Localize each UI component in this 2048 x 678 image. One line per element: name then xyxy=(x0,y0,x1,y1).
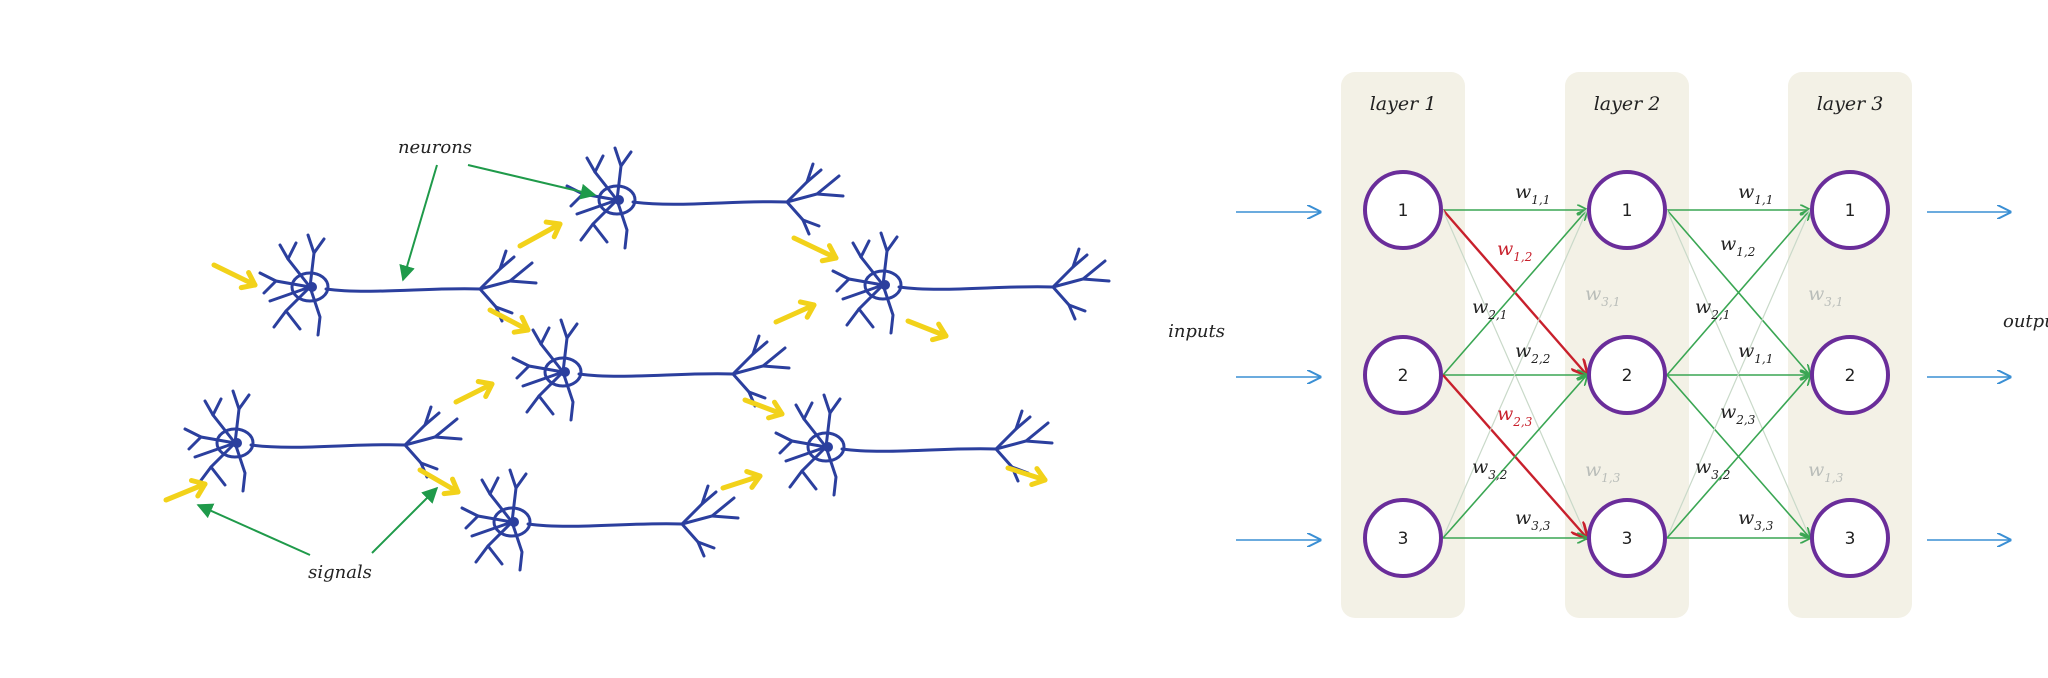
signal-arrow xyxy=(773,299,817,325)
weight-label-a-4: w2,1 xyxy=(1472,296,1507,322)
neuron-6 xyxy=(774,393,1054,497)
neuron-2 xyxy=(565,146,845,250)
weight-label-a-3: w3,1 xyxy=(1585,283,1620,309)
signal-arrow xyxy=(163,478,208,503)
label-pointer-arrow xyxy=(371,486,439,554)
signal-arrow xyxy=(905,318,949,343)
signal-arrow xyxy=(1005,465,1048,488)
signal-arrow xyxy=(211,262,258,291)
neuron-4 xyxy=(511,318,791,422)
label-pointer-arrow xyxy=(467,164,597,200)
link-l1n2-l2n1 xyxy=(1442,210,1587,376)
weight-label-b-7: w1,3 xyxy=(1808,459,1844,485)
weight-label-b-4: w2,1 xyxy=(1695,296,1730,322)
weight-label-a-5: w2,2 xyxy=(1515,340,1550,366)
link-l2n3-l3n2 xyxy=(1666,375,1810,539)
node-l2-2: 2 xyxy=(1587,335,1667,415)
label-pointer-arrow xyxy=(399,164,438,282)
node-l2-1-label: 1 xyxy=(1622,201,1633,221)
artificial-network-panel: layer 1 layer 2 layer 3 w1,1 w1,2 w3,1 w2,1 w2,… xyxy=(1236,72,2010,618)
node-l1-1: 1 xyxy=(1363,170,1443,250)
node-l1-3-label: 3 xyxy=(1398,529,1409,549)
weight-label-b-8: w3,2 xyxy=(1695,456,1730,482)
neuron-1 xyxy=(258,233,538,337)
node-l2-2-label: 2 xyxy=(1622,366,1633,386)
node-l1-2-label: 2 xyxy=(1398,366,1409,386)
weight-label-a-6: w2,3 xyxy=(1497,403,1533,429)
node-l3-3-label: 3 xyxy=(1845,529,1856,549)
outputs-label: outputs xyxy=(2003,311,2048,332)
node-l2-3-label: 3 xyxy=(1622,529,1633,549)
node-l3-2-label: 2 xyxy=(1845,366,1856,386)
weight-label-a-9: w3,3 xyxy=(1515,507,1551,533)
link-l1n3-l2n2 xyxy=(1442,375,1587,539)
weight-label-a-2: w1,2 xyxy=(1497,238,1532,264)
neurons-label: neurons xyxy=(398,137,472,158)
weight-label-b-3: w3,1 xyxy=(1808,283,1843,309)
weight-label-b-5: w1,1 xyxy=(1738,340,1773,366)
weight-label-a-1: w1,1 xyxy=(1515,181,1550,207)
link-l2n3-l3n1 xyxy=(1666,210,1810,539)
signal-arrow xyxy=(487,307,531,335)
node-l1-2: 2 xyxy=(1363,335,1443,415)
node-l3-1-label: 1 xyxy=(1845,201,1856,221)
neuron-3 xyxy=(831,231,1111,335)
node-l3-3: 3 xyxy=(1810,498,1890,578)
inputs-label: inputs xyxy=(1168,321,1225,342)
weight-label-b-1: w1,1 xyxy=(1738,181,1773,207)
weight-label-a-7: w1,3 xyxy=(1585,459,1621,485)
layer-3-label: layer 3 xyxy=(1817,93,1884,115)
node-l1-3: 3 xyxy=(1363,498,1443,578)
node-l2-1: 1 xyxy=(1587,170,1667,250)
weight-label-a-8: w3,2 xyxy=(1472,456,1507,482)
signal-arrow xyxy=(417,467,461,497)
link-l1n3-l2n1 xyxy=(1442,210,1587,539)
weight-label-b-9: w3,3 xyxy=(1738,507,1774,533)
neuron-5 xyxy=(183,389,463,493)
node-l1-1-label: 1 xyxy=(1398,201,1409,221)
weight-label-b-6: w2,3 xyxy=(1720,401,1756,427)
label-pointer-arrow xyxy=(196,503,311,556)
layer-2-label: layer 2 xyxy=(1594,93,1661,115)
signal-arrow xyxy=(517,219,563,249)
link-l2n2-l3n1 xyxy=(1666,210,1810,376)
neuron-7 xyxy=(460,468,740,572)
biological-neurons-panel xyxy=(163,146,1111,572)
layer-1-label: layer 1 xyxy=(1370,93,1437,115)
node-l2-3: 3 xyxy=(1587,498,1667,578)
signal-arrow xyxy=(453,379,495,405)
node-l3-1: 1 xyxy=(1810,170,1890,250)
signal-arrow xyxy=(720,468,763,491)
weight-label-b-2: w1,2 xyxy=(1720,233,1755,259)
node-l3-2: 2 xyxy=(1810,335,1890,415)
signal-arrow xyxy=(791,235,839,264)
signals-label: signals xyxy=(308,562,372,583)
signal-arrow xyxy=(742,397,785,421)
